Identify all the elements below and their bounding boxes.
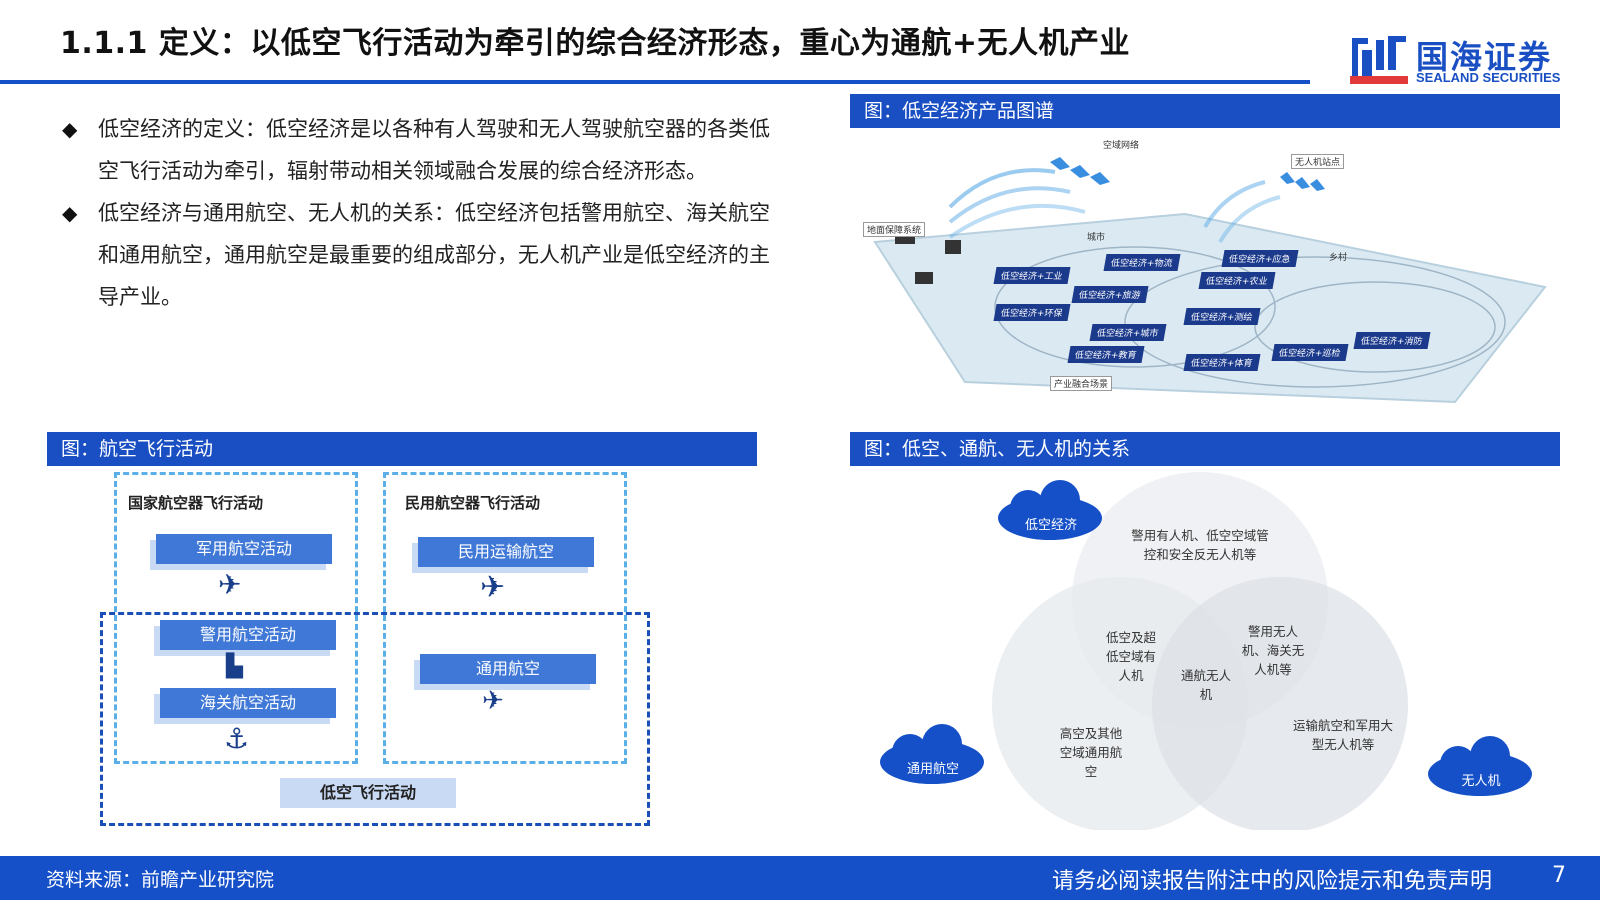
- customs-aviation-box: 海关航空活动: [160, 688, 336, 718]
- cloud-uav: 无人机: [1461, 774, 1501, 789]
- sealand-logo-icon: [1350, 36, 1408, 84]
- venn-top-only: 警用有人机、低空空域管控和安全反无人机等: [1131, 528, 1269, 562]
- map-label-city: 城市: [1087, 233, 1106, 243]
- building-icon: ▙: [226, 654, 243, 679]
- map-tag: 低空经济+旅游: [1071, 286, 1149, 303]
- bullet-list: ◆ 低空经济的定义：低空经济是以各种有人驾驶和无人驾驶航空器的各类低空飞行活动为…: [60, 108, 790, 318]
- venn-circles: [880, 472, 1532, 833]
- map-label-airspace: 空域网络: [1103, 141, 1140, 151]
- national-aircraft-box: [114, 472, 358, 764]
- civil-transport-box: 民用运输航空: [418, 537, 594, 567]
- map-tag: 低空经济+体育: [1183, 354, 1261, 371]
- map-label-village: 乡村: [1329, 253, 1348, 263]
- bullet-text: 低空经济与通用航空、无人机的关系：低空经济包括警用航空、海关航空和通用航空，通用…: [98, 201, 770, 309]
- venn-left-only: 高空及其他空域通用航空: [1059, 726, 1123, 779]
- figure-caption-venn: 图：低空、通航、无人机的关系: [850, 432, 1560, 466]
- map-tag: 低空经济+应急: [1221, 250, 1299, 267]
- map-label-product-scene: 产业融合场景: [1050, 376, 1113, 391]
- bullet-definition: ◆ 低空经济的定义：低空经济是以各种有人驾驶和无人驾驶航空器的各类低空飞行活动为…: [60, 108, 790, 192]
- logo-text-en: SEALAND SECURITIES: [1416, 70, 1561, 85]
- general-aviation-box: 通用航空: [420, 654, 596, 684]
- page-number: 7: [1552, 863, 1566, 888]
- map-tag: 低空经济+巡检: [1271, 344, 1349, 361]
- flight-activity-diagram: 国家航空器飞行活动 民用航空器飞行活动 军用航空活动 ✈ 民用运输航空 ✈ 警用…: [100, 472, 660, 832]
- anchor-icon: ⚓: [224, 722, 250, 755]
- product-map-figure: 空域网络 无人机站点 城市 乡村 地面保障系统 产业融合场景 低空经济+物流 低…: [855, 132, 1560, 414]
- logo-text-cn: 国海证券: [1416, 38, 1553, 76]
- venn-center: 通航无人机: [1180, 668, 1231, 702]
- figure-caption-map: 图：低空经济产品图谱: [850, 94, 1560, 128]
- map-tag: 低空经济+城市: [1089, 324, 1167, 341]
- venn-top-right: 警用无人机、海关无人机等: [1241, 624, 1305, 677]
- venn-diagram: 低空经济 通用航空 无人机 警用有人机、低空空域管控和安全反无人机等 低空及超低…: [850, 470, 1560, 833]
- title-rule: [0, 80, 1310, 84]
- low-altitude-flight-box: 低空飞行活动: [280, 778, 456, 808]
- bullet-text: 低空经济的定义：低空经济是以各种有人驾驶和无人驾驶航空器的各类低空飞行活动为牵引…: [98, 117, 770, 183]
- map-tag: 低空经济+教育: [1067, 346, 1145, 363]
- cloud-general-aviation: 通用航空: [906, 762, 959, 777]
- low-altitude-box: [100, 612, 650, 826]
- map-tag: 低空经济+农业: [1198, 272, 1276, 289]
- footer-bar: 资料来源：前瞻产业研究院 请务必阅读报告附注中的风险提示和免责声明 7: [0, 856, 1600, 900]
- map-tag: 低空经济+测绘: [1183, 308, 1261, 325]
- map-tag: 低空经济+消防: [1353, 332, 1431, 349]
- map-label-ground-system: 地面保障系统: [863, 222, 926, 237]
- map-tag: 低空经济+工业: [993, 267, 1071, 284]
- small-plane-icon: ✈: [482, 686, 504, 716]
- military-aviation-box: 军用航空活动: [156, 534, 332, 564]
- police-aviation-box: 警用航空活动: [160, 620, 336, 650]
- figure-caption-flight: 图：航空飞行活动: [47, 432, 757, 466]
- company-logo: 国海证券 SEALAND SECURITIES: [1348, 30, 1588, 90]
- jet-icon: ✈: [480, 570, 506, 605]
- map-tag: 低空经济+环保: [993, 304, 1071, 321]
- national-title: 国家航空器飞行活动: [128, 494, 264, 512]
- civil-aircraft-box: [383, 472, 627, 764]
- cloud-low-altitude: 低空经济: [1024, 518, 1077, 533]
- map-label-drone-station: 无人机站点: [1291, 154, 1345, 169]
- venn-right-only: 运输航空和军用大型无人机等: [1292, 718, 1393, 752]
- diamond-bullet-icon: ◆: [62, 117, 78, 141]
- airplane-icon: ✈: [218, 568, 242, 601]
- venn-top-left: 低空及超低空域有人机: [1105, 630, 1156, 683]
- source-note: 资料来源：前瞻产业研究院: [46, 869, 275, 891]
- page-title: 1.1.1 定义：以低空飞行活动为牵引的综合经济形态，重心为通航+无人机产业: [60, 26, 1130, 61]
- map-tag: 低空经济+物流: [1103, 254, 1181, 271]
- bullet-relationship: ◆ 低空经济与通用航空、无人机的关系：低空经济包括警用航空、海关航空和通用航空，…: [60, 192, 790, 318]
- diamond-bullet-icon: ◆: [62, 201, 78, 225]
- disclaimer: 请务必阅读报告附注中的风险提示和免责声明: [1051, 869, 1492, 894]
- civil-title: 民用航空器飞行活动: [405, 494, 541, 512]
